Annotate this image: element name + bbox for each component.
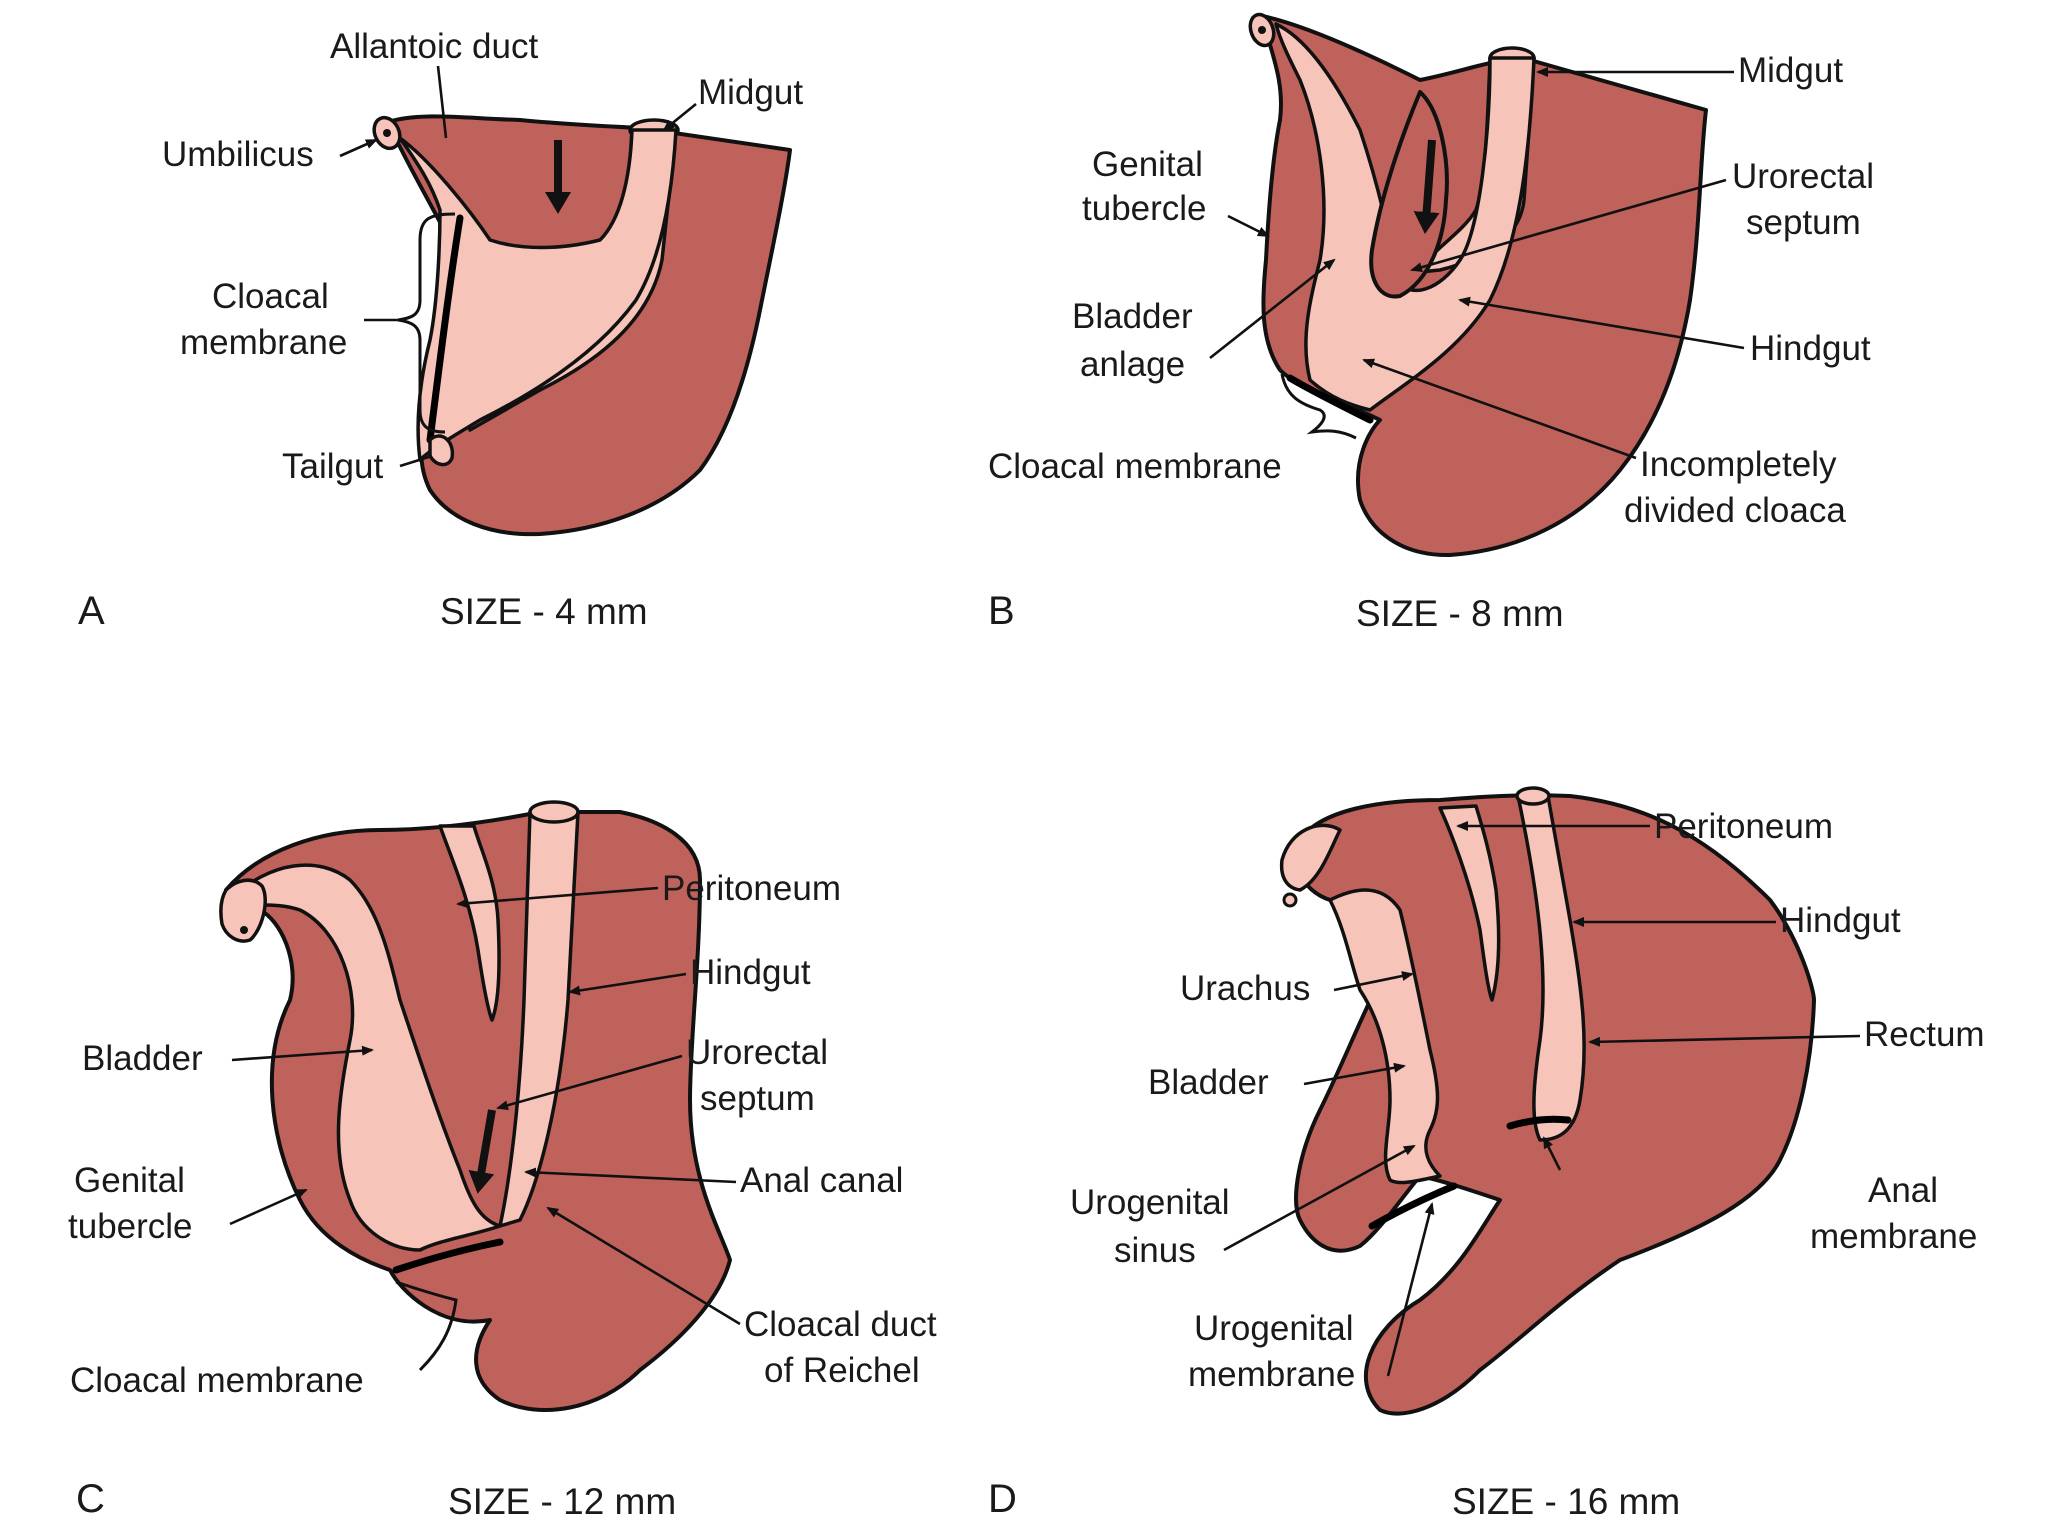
label-d-hindgut: Hindgut (1780, 901, 1901, 940)
panel-b-size: SIZE - 8 mm (1356, 593, 1564, 634)
label-umbilicus: Umbilicus (162, 135, 314, 174)
label-c-bladder: Bladder (82, 1039, 203, 1078)
label-d-urogenital-membrane-1: Urogenital (1194, 1309, 1354, 1348)
label-allantoic-duct: Allantoic duct (330, 27, 538, 66)
leader-b-hindgut (1458, 296, 1745, 350)
label-d-anal-membrane-1: Anal (1868, 1171, 1938, 1210)
leader-allantoic-duct (436, 65, 448, 139)
label-c-genital-tubercle-2: tubercle (68, 1207, 193, 1246)
leader-d-urachus (1333, 971, 1414, 992)
panel-c-hindgut-opening (528, 800, 580, 824)
leader-midgut (662, 102, 697, 132)
label-c-cloacal-duct-2: of Reichel (764, 1351, 920, 1390)
panel-a-tailgut (428, 434, 455, 467)
panel-a-cloaca-lumen (398, 128, 678, 462)
leader-c-hindgut (568, 972, 687, 996)
label-d-peritoneum: Peritoneum (1654, 807, 1833, 846)
leader-c-peritoneum (456, 886, 659, 909)
panel-c-peritoneum (438, 824, 501, 1022)
label-cloacal-membrane-2: membrane (180, 323, 347, 362)
panel-c-size: SIZE - 12 mm (448, 1481, 676, 1522)
leader-umbilicus (339, 138, 378, 158)
label-c-genital-tubercle-1: Genital (74, 1161, 185, 1200)
label-c-anal-canal: Anal canal (740, 1161, 903, 1200)
panel-c-bladder-lumen (228, 863, 502, 1252)
label-b-incompletely-divided-cloaca-2: divided cloaca (1624, 491, 1846, 530)
panel-b-membrane-brace (1280, 373, 1357, 440)
panel-d: Peritoneum Hindgut Urachus Rectum Bladde… (988, 786, 1985, 1522)
panel-c-umbilical-stub (219, 878, 267, 943)
panel-d-bladder-lumen (1328, 888, 1442, 1185)
label-c-hindgut: Hindgut (690, 953, 811, 992)
leader-c-cloacal-duct (546, 1206, 741, 1326)
label-d-urogenital-sinus-2: sinus (1114, 1231, 1196, 1270)
panel-d-urogenital-membrane (1368, 1182, 1458, 1230)
panel-c-membrane-brace (395, 1280, 458, 1372)
panel-b-letter: B (988, 589, 1015, 633)
leader-c-genital-tubercle (229, 1188, 308, 1226)
panel-c-cloacal-membrane (392, 1238, 504, 1274)
panel-d-letter: D (988, 1477, 1017, 1521)
panel-a-letter: A (78, 589, 105, 633)
leader-b-divided-cloaca (1362, 358, 1637, 460)
label-c-urorectal-septum-2: septum (700, 1079, 815, 1118)
panel-a: Allantoic duct Midgut Umbilicus Cloacal … (78, 27, 803, 633)
label-b-genital-tubercle-1: Genital (1092, 145, 1203, 184)
leader-c-anal-canal (524, 1167, 737, 1184)
label-b-incompletely-divided-cloaca-1: Incompletely (1640, 445, 1837, 484)
panel-d-size: SIZE - 16 mm (1452, 1481, 1680, 1522)
label-b-cloacal-membrane: Cloacal membrane (988, 447, 1282, 486)
label-b-urorectal-septum-2: septum (1746, 203, 1861, 242)
leader-d-urogenital-membrane (1386, 1202, 1435, 1377)
label-b-genital-tubercle-2: tubercle (1082, 189, 1207, 228)
panel-d-hindgut-tube (1516, 794, 1586, 1142)
label-c-cloacal-duct-1: Cloacal duct (744, 1305, 937, 1344)
panel-b-septum-arrow (1413, 139, 1440, 234)
panel-d-peritoneum (1438, 804, 1501, 1002)
leader-tailgut (399, 454, 433, 468)
label-d-urachus: Urachus (1180, 969, 1310, 1008)
label-tailgut: Tailgut (282, 447, 383, 486)
label-d-urogenital-membrane-2: membrane (1188, 1355, 1355, 1394)
panel-b: Midgut Genital tubercle Urorectal septum… (988, 12, 1874, 634)
label-b-midgut: Midgut (1738, 51, 1843, 90)
label-b-bladder-anlage-2: anlage (1080, 345, 1185, 384)
panel-c-letter: C (76, 1477, 105, 1521)
leader-c-bladder (231, 1045, 374, 1062)
leader-d-urogenital-sinus (1223, 1144, 1416, 1252)
label-d-anal-membrane-2: membrane (1810, 1217, 1977, 1256)
label-d-bladder: Bladder (1148, 1063, 1269, 1102)
leader-d-bladder (1303, 1062, 1406, 1086)
panel-a-size: SIZE - 4 mm (440, 591, 648, 632)
panel-b-cloacal-membrane (1286, 374, 1374, 424)
label-b-hindgut: Hindgut (1750, 329, 1871, 368)
label-c-urorectal-septum-1: Urorectal (686, 1033, 828, 1072)
leader-b-urorectal-septum (1410, 178, 1727, 273)
panel-c: Peritoneum Hindgut Bladder Urorectal sep… (68, 800, 937, 1522)
label-d-rectum: Rectum (1864, 1015, 1985, 1054)
leader-b-bladder-anlage (1209, 258, 1336, 360)
label-cloacal-membrane-1: Cloacal (212, 277, 329, 316)
panel-d-anal-membrane (1506, 1115, 1572, 1130)
leader-c-urorectal-septum (496, 1054, 683, 1111)
label-c-peritoneum: Peritoneum (662, 869, 841, 908)
label-b-urorectal-septum-1: Urorectal (1732, 157, 1874, 196)
panel-d-hindgut-opening (1515, 786, 1551, 806)
leader-b-genital-tubercle (1227, 214, 1270, 238)
label-c-cloacal-membrane: Cloacal membrane (70, 1361, 364, 1400)
panel-c-septum-arrow (468, 1109, 496, 1194)
label-midgut: Midgut (698, 73, 803, 112)
panel-c-hindgut-tube (498, 810, 580, 1228)
panel-a-cloacal-membrane (426, 214, 464, 444)
label-d-urogenital-sinus-1: Urogenital (1070, 1183, 1230, 1222)
panel-d-umbilical-stub (1279, 823, 1342, 892)
leader-d-rectum (1588, 1034, 1861, 1047)
label-b-bladder-anlage-1: Bladder (1072, 297, 1193, 336)
leader-d-anal-membrane (1542, 1136, 1562, 1171)
